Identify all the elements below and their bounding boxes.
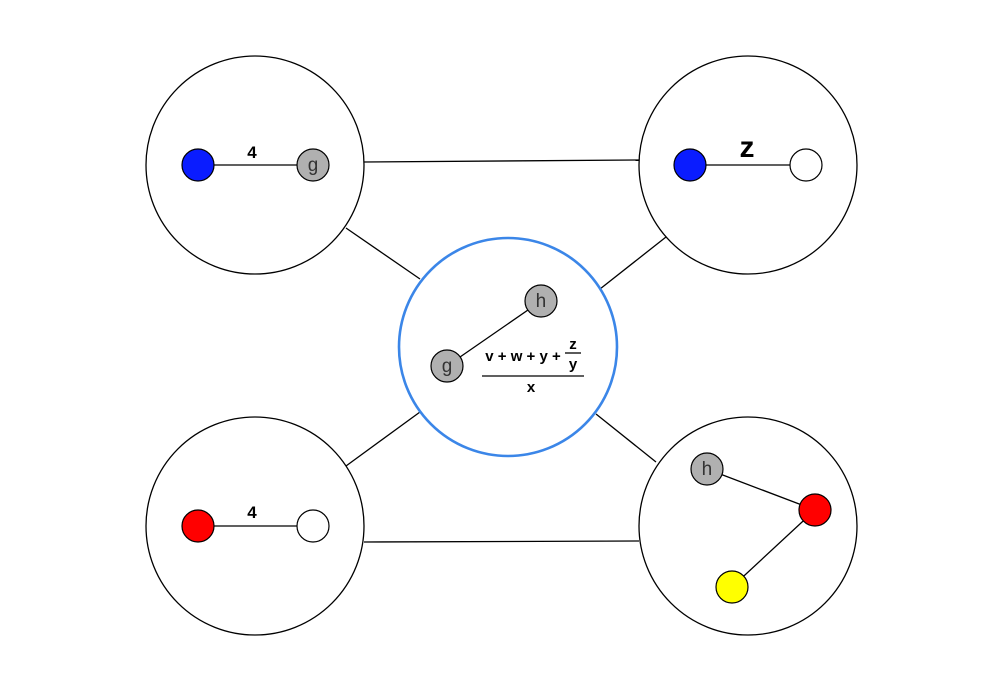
edge-top-left-top-right [363, 159, 640, 163]
edge-bottom-right-center [595, 413, 657, 463]
bottom-left-white-node [296, 509, 330, 543]
formula-inner-numerator: z [569, 336, 577, 353]
formula-denominator: x [527, 379, 536, 396]
center-node-h-label: h [535, 291, 546, 313]
cluster-center: h g v + w + y + z y x [397, 236, 619, 458]
cluster-bottom-left: 4 [145, 416, 365, 636]
center-formula: v + w + y + z y x [482, 336, 584, 396]
top-left-gray-node [296, 148, 330, 182]
cluster-bottom-right: h [638, 416, 858, 636]
top-right-edge-label: z [740, 131, 755, 164]
cluster-bottom-right-circle [638, 416, 858, 636]
center-inner-edge [446, 300, 542, 367]
center-gray-node-h [524, 284, 558, 318]
bottom-right-edge-h-red [706, 468, 816, 511]
bottom-right-yellow-node [715, 570, 749, 604]
top-left-edge-label: 4 [247, 143, 257, 162]
bottom-left-edge-label: 4 [247, 503, 257, 522]
cluster-top-left: g 4 [145, 55, 365, 275]
center-node-g-label: g [441, 356, 452, 378]
edge-top-right-center [599, 236, 667, 290]
bottom-right-gray-node-h [690, 452, 724, 486]
top-right-blue-node [673, 148, 707, 182]
cluster-center-circle [397, 236, 619, 458]
bottom-right-node-h-label: h [701, 459, 712, 481]
edge-bottom-left-bottom-right [363, 540, 640, 543]
top-right-white-node [789, 148, 823, 182]
formula-numerator: v + w + y + [485, 348, 561, 365]
edge-bottom-left-center [345, 411, 421, 467]
top-left-node-label: g [307, 155, 318, 177]
bottom-left-red-node [181, 509, 215, 543]
formula-inner-denominator: y [569, 356, 578, 373]
edge-top-left-center [345, 227, 421, 280]
center-gray-node-g [430, 349, 464, 383]
bottom-right-edge-red-yellow [731, 509, 816, 588]
bottom-right-red-node [798, 493, 832, 527]
cluster-top-right: z [638, 55, 858, 275]
top-left-blue-node [181, 148, 215, 182]
